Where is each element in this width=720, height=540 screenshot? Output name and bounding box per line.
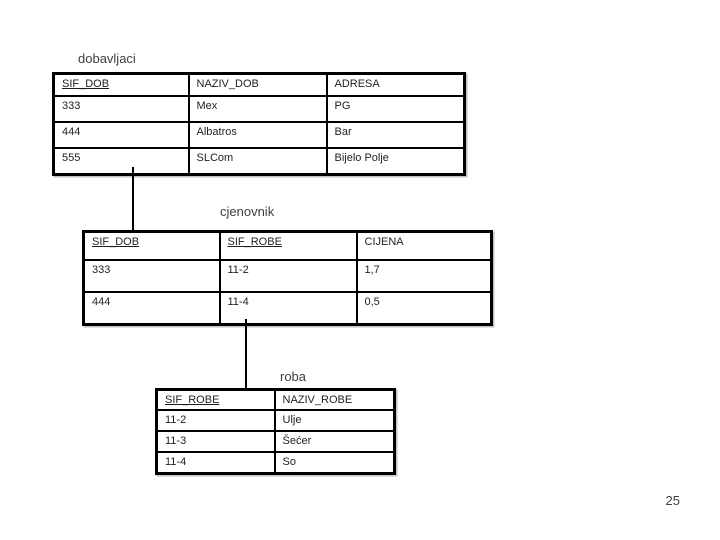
table-cjenovnik: SIF_DOB SIF_ROBE CIJENA 333 11-2 1,7 444… [82, 230, 493, 326]
cell-sif-robe: 11-3 [155, 430, 276, 453]
table-row: 333 Mex PG [52, 95, 466, 123]
column-header-sif-robe: SIF_ROBE [155, 388, 276, 411]
column-header-adresa: ADRESA [325, 72, 466, 97]
table-row: 333 11-2 1,7 [82, 259, 493, 293]
table-label-dobavljaci: dobavljaci [78, 51, 136, 66]
table-header-row: SIF_DOB NAZIV_DOB ADRESA [52, 72, 466, 97]
cell-sif-robe: 11-4 [155, 451, 276, 475]
cell-sif-robe: 11-4 [218, 291, 358, 326]
relationship-line-dobavljaci-cjenovnik [132, 167, 134, 230]
cell-sif-dob: 444 [82, 291, 221, 326]
table-row: 444 Albatros Bar [52, 121, 466, 149]
cell-sif-dob: 555 [52, 147, 190, 176]
cell-adresa: Bar [325, 121, 466, 149]
cell-sif-dob: 333 [82, 259, 221, 293]
cell-sif-robe: 11-2 [218, 259, 358, 293]
table-roba: SIF_ROBE NAZIV_ROBE 11-2 Ulje 11-3 Šećer… [155, 388, 396, 475]
column-header-sif-dob: SIF_DOB [82, 230, 221, 261]
table-header-row: SIF_DOB SIF_ROBE CIJENA [82, 230, 493, 261]
cell-naziv-robe: So [273, 451, 396, 475]
cell-sif-robe: 11-2 [155, 409, 276, 432]
table-dobavljaci: SIF_DOB NAZIV_DOB ADRESA 333 Mex PG 444 … [52, 72, 466, 176]
cell-naziv-dob: Albatros [187, 121, 328, 149]
column-header-sif-dob: SIF_DOB [52, 72, 190, 97]
cell-naziv-dob: SLCom [187, 147, 328, 176]
cell-sif-dob: 444 [52, 121, 190, 149]
cell-naziv-robe: Ulje [273, 409, 396, 432]
cell-sif-dob: 333 [52, 95, 190, 123]
cell-cijena: 0,5 [355, 291, 493, 326]
table-row: 11-2 Ulje [155, 409, 396, 432]
table-label-cjenovnik: cjenovnik [220, 204, 275, 219]
cell-adresa: Bijelo Polje [325, 147, 466, 176]
column-header-cijena: CIJENA [355, 230, 493, 261]
table-label-roba: roba [280, 369, 307, 384]
table-row: 11-3 Šećer [155, 430, 396, 453]
table-row: 11-4 So [155, 451, 396, 475]
column-header-naziv-robe: NAZIV_ROBE [273, 388, 396, 411]
table-row: 444 11-4 0,5 [82, 291, 493, 326]
cell-naziv-dob: Mex [187, 95, 328, 123]
cell-naziv-robe: Šećer [273, 430, 396, 453]
column-header-sif-robe: SIF_ROBE [218, 230, 358, 261]
column-header-naziv-dob: NAZIV_DOB [187, 72, 328, 97]
cell-cijena: 1,7 [355, 259, 493, 293]
relationship-line-cjenovnik-roba [245, 319, 247, 389]
page-number: 25 [665, 493, 680, 508]
table-header-row: SIF_ROBE NAZIV_ROBE [155, 388, 396, 411]
cell-adresa: PG [325, 95, 466, 123]
table-row: 555 SLCom Bijelo Polje [52, 147, 466, 176]
